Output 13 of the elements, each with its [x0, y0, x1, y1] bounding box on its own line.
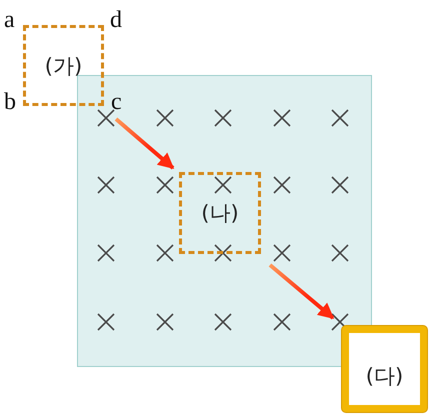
corner-letter: c	[111, 90, 122, 114]
arrow	[268, 263, 334, 320]
dashed-box	[179, 172, 261, 254]
box-label: (다)	[366, 363, 404, 390]
field-region	[77, 75, 372, 367]
arrow	[114, 117, 174, 170]
box-label: (나)	[201, 200, 239, 227]
highlight-box	[342, 326, 427, 412]
corner-letter: d	[110, 8, 122, 32]
box-label: (가)	[44, 52, 82, 80]
corner-letter: b	[4, 90, 16, 114]
corner-letter: a	[4, 8, 15, 32]
dashed-box	[23, 25, 104, 106]
